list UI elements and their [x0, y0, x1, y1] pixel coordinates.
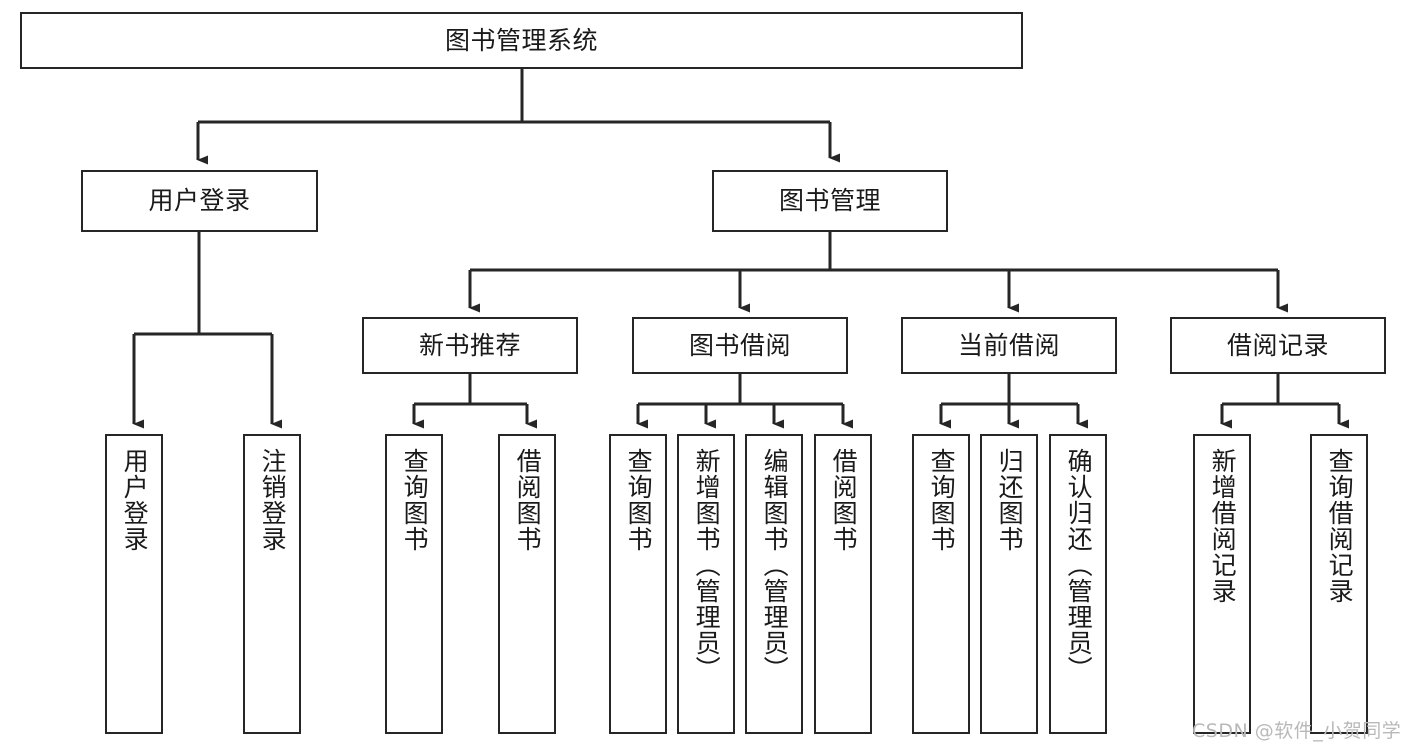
node-book-borrowing[interactable]: 图书借阅 [632, 317, 848, 374]
leaf-confirm-return-label: 确认归还（管理员） [1064, 448, 1094, 682]
leaf-add-book-label: 新增图书（管理员） [692, 448, 722, 682]
leaf-query-record-label: 查询借阅记录 [1325, 448, 1355, 604]
node-root-label: 图书管理系统 [444, 25, 598, 55]
leaf-query-book-3-label: 查询图书 [927, 448, 957, 552]
leaf-borrow-book-1-label: 借阅图书 [513, 448, 543, 552]
leaf-logout-label: 注销登录 [258, 448, 288, 552]
node-borrowing-record-label: 借阅记录 [1226, 330, 1329, 360]
leaf-query-book-1[interactable]: 查询图书 [385, 434, 443, 734]
leaf-edit-book[interactable]: 编辑图书（管理员） [745, 434, 803, 734]
leaf-user-login-label: 用户登录 [120, 448, 150, 552]
node-borrowing-record[interactable]: 借阅记录 [1170, 317, 1386, 374]
leaf-query-record[interactable]: 查询借阅记录 [1310, 434, 1368, 734]
leaf-logout[interactable]: 注销登录 [243, 434, 301, 734]
leaf-add-book[interactable]: 新增图书（管理员） [677, 434, 735, 734]
node-new-book-recommendation[interactable]: 新书推荐 [362, 317, 578, 374]
leaf-return-book[interactable]: 归还图书 [980, 434, 1038, 734]
leaf-user-login[interactable]: 用户登录 [105, 434, 163, 734]
leaf-confirm-return[interactable]: 确认归还（管理员） [1049, 434, 1107, 734]
node-current-borrowing-label: 当前借阅 [957, 330, 1060, 360]
node-user-login[interactable]: 用户登录 [81, 170, 318, 232]
leaf-borrow-book-1[interactable]: 借阅图书 [498, 434, 556, 734]
leaf-query-book-3[interactable]: 查询图书 [912, 434, 970, 734]
leaf-query-book-1-label: 查询图书 [400, 448, 430, 552]
csdn-watermark: CSDN @软件_小贺同学 [1192, 720, 1402, 742]
node-root[interactable]: 图书管理系统 [20, 12, 1023, 69]
node-book-management[interactable]: 图书管理 [712, 170, 948, 232]
leaf-edit-book-label: 编辑图书（管理员） [760, 448, 790, 682]
node-user-login-label: 用户登录 [148, 186, 251, 216]
leaf-add-record[interactable]: 新增借阅记录 [1193, 434, 1251, 734]
leaf-query-book-2-label: 查询图书 [624, 448, 654, 552]
node-book-management-label: 图书管理 [778, 186, 881, 216]
leaf-query-book-2[interactable]: 查询图书 [609, 434, 667, 734]
node-new-book-recommendation-label: 新书推荐 [418, 330, 521, 360]
leaf-add-record-label: 新增借阅记录 [1208, 448, 1238, 604]
leaf-borrow-book-2-label: 借阅图书 [829, 448, 859, 552]
leaf-return-book-label: 归还图书 [995, 448, 1025, 552]
node-current-borrowing[interactable]: 当前借阅 [901, 317, 1117, 374]
leaf-borrow-book-2[interactable]: 借阅图书 [814, 434, 872, 734]
node-book-borrowing-label: 图书借阅 [688, 330, 791, 360]
